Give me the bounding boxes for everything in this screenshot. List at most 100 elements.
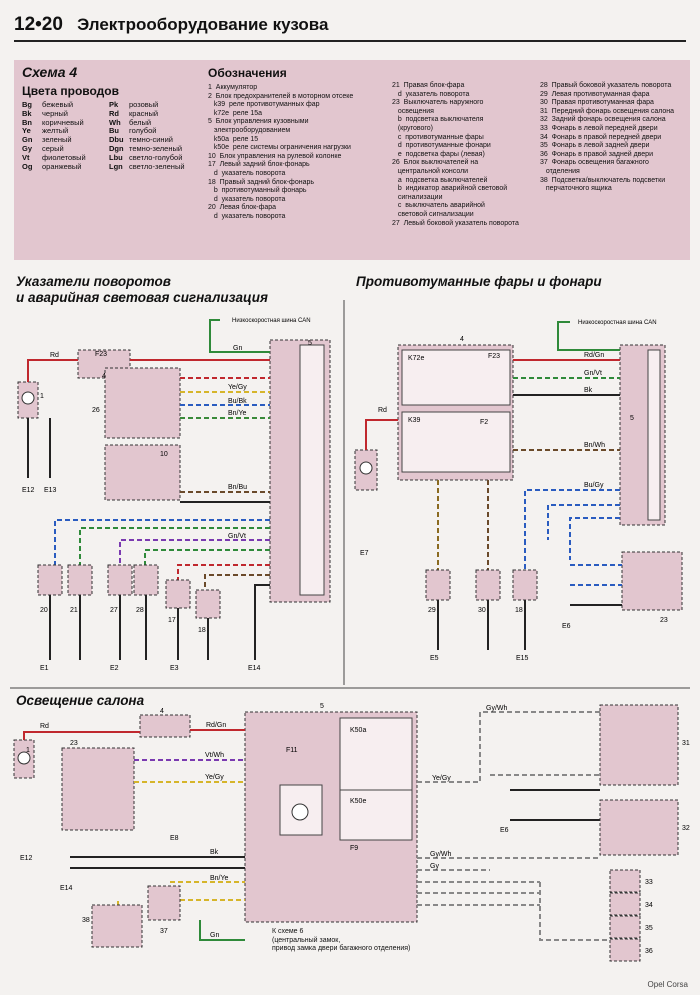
designation-line: d указатель поворота: [392, 90, 470, 98]
wire-rd-feed-left: [27, 359, 78, 382]
designation-line: отделения: [540, 167, 580, 175]
label-28: 28: [136, 607, 144, 614]
designation-line: световой сигнализации: [392, 210, 474, 218]
glovebox-38: [91, 904, 143, 948]
designation-line: k72e реле 15a: [208, 109, 263, 117]
designation-line: 18 Правый задний блок-фонарь: [208, 178, 315, 186]
label-18-left: 18: [198, 627, 206, 634]
label-37: 37: [160, 928, 168, 935]
label-4-left: 4: [102, 373, 106, 380]
lamp-28: [133, 564, 159, 596]
lamp-18: [195, 589, 221, 619]
label-23-right: 23: [660, 617, 668, 624]
label-f9: F9: [350, 845, 358, 852]
label-e6-bottom: E6: [500, 827, 509, 834]
designation-line: электрооборудованием: [208, 126, 291, 134]
label-rd-right: Rd: [378, 407, 387, 414]
footer-brand: Opel Corsa: [647, 980, 688, 989]
label-4-bottom: 4: [160, 708, 164, 715]
label-bnwh-right: Bn/Wh: [584, 442, 605, 449]
relay-k50e: [339, 789, 413, 841]
designation-line: перчаточного ящика: [540, 185, 612, 193]
designation-line: e подсветка фары (левая): [392, 150, 485, 158]
wire-can-left: [209, 319, 220, 338]
designation-line: k50e реле системы ограничения нагрузки: [208, 144, 351, 152]
module-5-inner-left: [299, 344, 325, 596]
label-yegy-left: Ye/Gy: [228, 384, 247, 391]
designation-line: d указатель поворота: [208, 169, 286, 177]
label-e12: E12: [22, 487, 35, 494]
label-f2: F2: [480, 419, 488, 426]
trunk-lamp-37: [147, 885, 181, 921]
designation-line: k39 реле противотуманных фар: [208, 101, 320, 109]
label-33: 33: [645, 879, 653, 886]
relay-k50a: [339, 717, 413, 799]
label-gywh-bottom: Gy/Wh: [430, 851, 451, 858]
battery-icon-left: [21, 391, 35, 405]
door-lamp-33: [609, 869, 641, 893]
label-gy-bottom: Gy: [430, 863, 439, 870]
page-header: 12•20 Электрооборудование кузова: [14, 14, 328, 36]
label-yegy-bottom: Ye/Gy: [205, 774, 224, 781]
fusebox-4-bottom: [139, 714, 191, 738]
label-f23-right: F23: [488, 353, 500, 360]
designation-line: k50a реле 15: [208, 135, 259, 143]
label-17: 17: [168, 617, 176, 624]
door-lamp-34: [609, 892, 641, 916]
front-lamp-31: [599, 704, 679, 786]
lamp-20: [37, 564, 63, 596]
switch-block-26: [104, 367, 181, 439]
label-20: 20: [40, 607, 48, 614]
designation-line: d указатель поворота: [208, 212, 286, 220]
switch-23-bottom: [61, 747, 135, 831]
designation-line: 36 Фонарь в правой задней двери: [540, 150, 653, 158]
label-rd-bottom: Rd: [40, 723, 49, 730]
label-k50e: K50e: [350, 798, 366, 805]
label-38: 38: [82, 917, 90, 924]
designation-line: a подсветка выключателей: [392, 176, 488, 184]
designation-line: 21 Правая блок-фара: [392, 82, 465, 89]
label-bubk-left: Bu/Bk: [228, 398, 247, 405]
label-e6: E6: [562, 623, 571, 630]
label-yegy-right: Ye/Gy: [432, 775, 451, 782]
label-rd-left: Rd: [50, 352, 59, 359]
label-e3: E3: [170, 665, 179, 672]
label-5-right: 5: [630, 415, 634, 422]
label-e15: E15: [516, 655, 529, 662]
section-title-turn-signals: Указатели поворотов и аварийная световая…: [16, 274, 268, 305]
designation-line: 32 Задний фонарь освещения салона: [540, 116, 666, 124]
label-27: 27: [110, 607, 118, 614]
designation-line: b противотуманный фонарь: [208, 187, 307, 195]
scheme-title: Схема 4: [22, 64, 78, 80]
designation-line: b индикатор аварийной световой: [392, 185, 508, 193]
designation-line: 33 Фонарь в левой передней двери: [540, 124, 658, 132]
label-f23-left: F23: [95, 351, 107, 358]
label-e8: E8: [170, 835, 179, 842]
label-vtwh-bottom: Vt/Wh: [205, 752, 224, 759]
label-e2: E2: [110, 665, 119, 672]
label-bnbu-left: Bn/Bu: [228, 484, 247, 491]
label-e14-bottom: E14: [60, 885, 73, 892]
label-e14: E14: [248, 665, 261, 672]
door-lamp-36: [609, 938, 641, 962]
label-30: 30: [478, 607, 486, 614]
designation-line: d противотуманные фонари: [392, 142, 491, 150]
designation-line: 10 Блок управления на рулевой колонке: [208, 152, 342, 160]
switch-23-right: [621, 551, 683, 611]
section-title-interior-lighting: Освещение салона: [16, 693, 145, 708]
label-gnvt-right: Gn/Vt: [584, 370, 602, 377]
label-can-left: Низкоскоростная шина CAN: [232, 318, 311, 324]
label-29: 29: [428, 607, 436, 614]
designation-line: 27 Левый боковой указатель поворота: [392, 219, 519, 227]
designation-line: 5 Блок управления кузовными: [208, 118, 309, 126]
